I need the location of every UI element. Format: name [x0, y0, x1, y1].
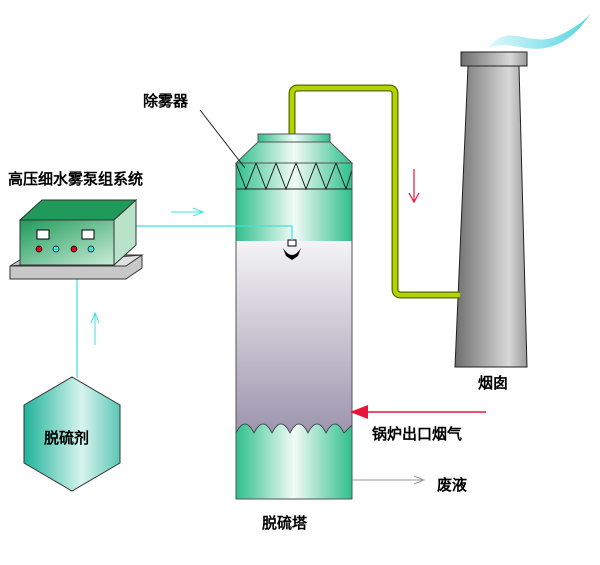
flow-right-arrow-icon — [171, 207, 205, 217]
pump-unit — [9, 198, 144, 280]
flue-gas-arrow-icon — [350, 405, 486, 419]
flow-down-arrow-icon — [408, 169, 420, 204]
flue-gas-label: 锅炉出口烟气 — [372, 425, 463, 443]
flow-up-arrow-icon — [90, 311, 100, 345]
water-line — [132, 225, 293, 240]
pump-unit-label: 高压细水雾泵组系统 — [8, 170, 144, 188]
waste-liquid-label: 废液 — [437, 476, 468, 494]
waste-liquid-arrow-icon — [352, 475, 426, 485]
steam-wisp — [488, 14, 590, 49]
tower-label: 脱硫塔 — [262, 514, 308, 532]
desulfurization-tower — [234, 133, 354, 500]
demister-label: 除雾器 — [143, 92, 189, 110]
desulfurizer-label: 脱硫剂 — [44, 429, 90, 447]
demister-leader-line — [199, 109, 246, 169]
desulfurizer-hexagon — [23, 376, 121, 492]
chimney — [454, 51, 528, 368]
chimney-label: 烟囱 — [478, 374, 509, 392]
